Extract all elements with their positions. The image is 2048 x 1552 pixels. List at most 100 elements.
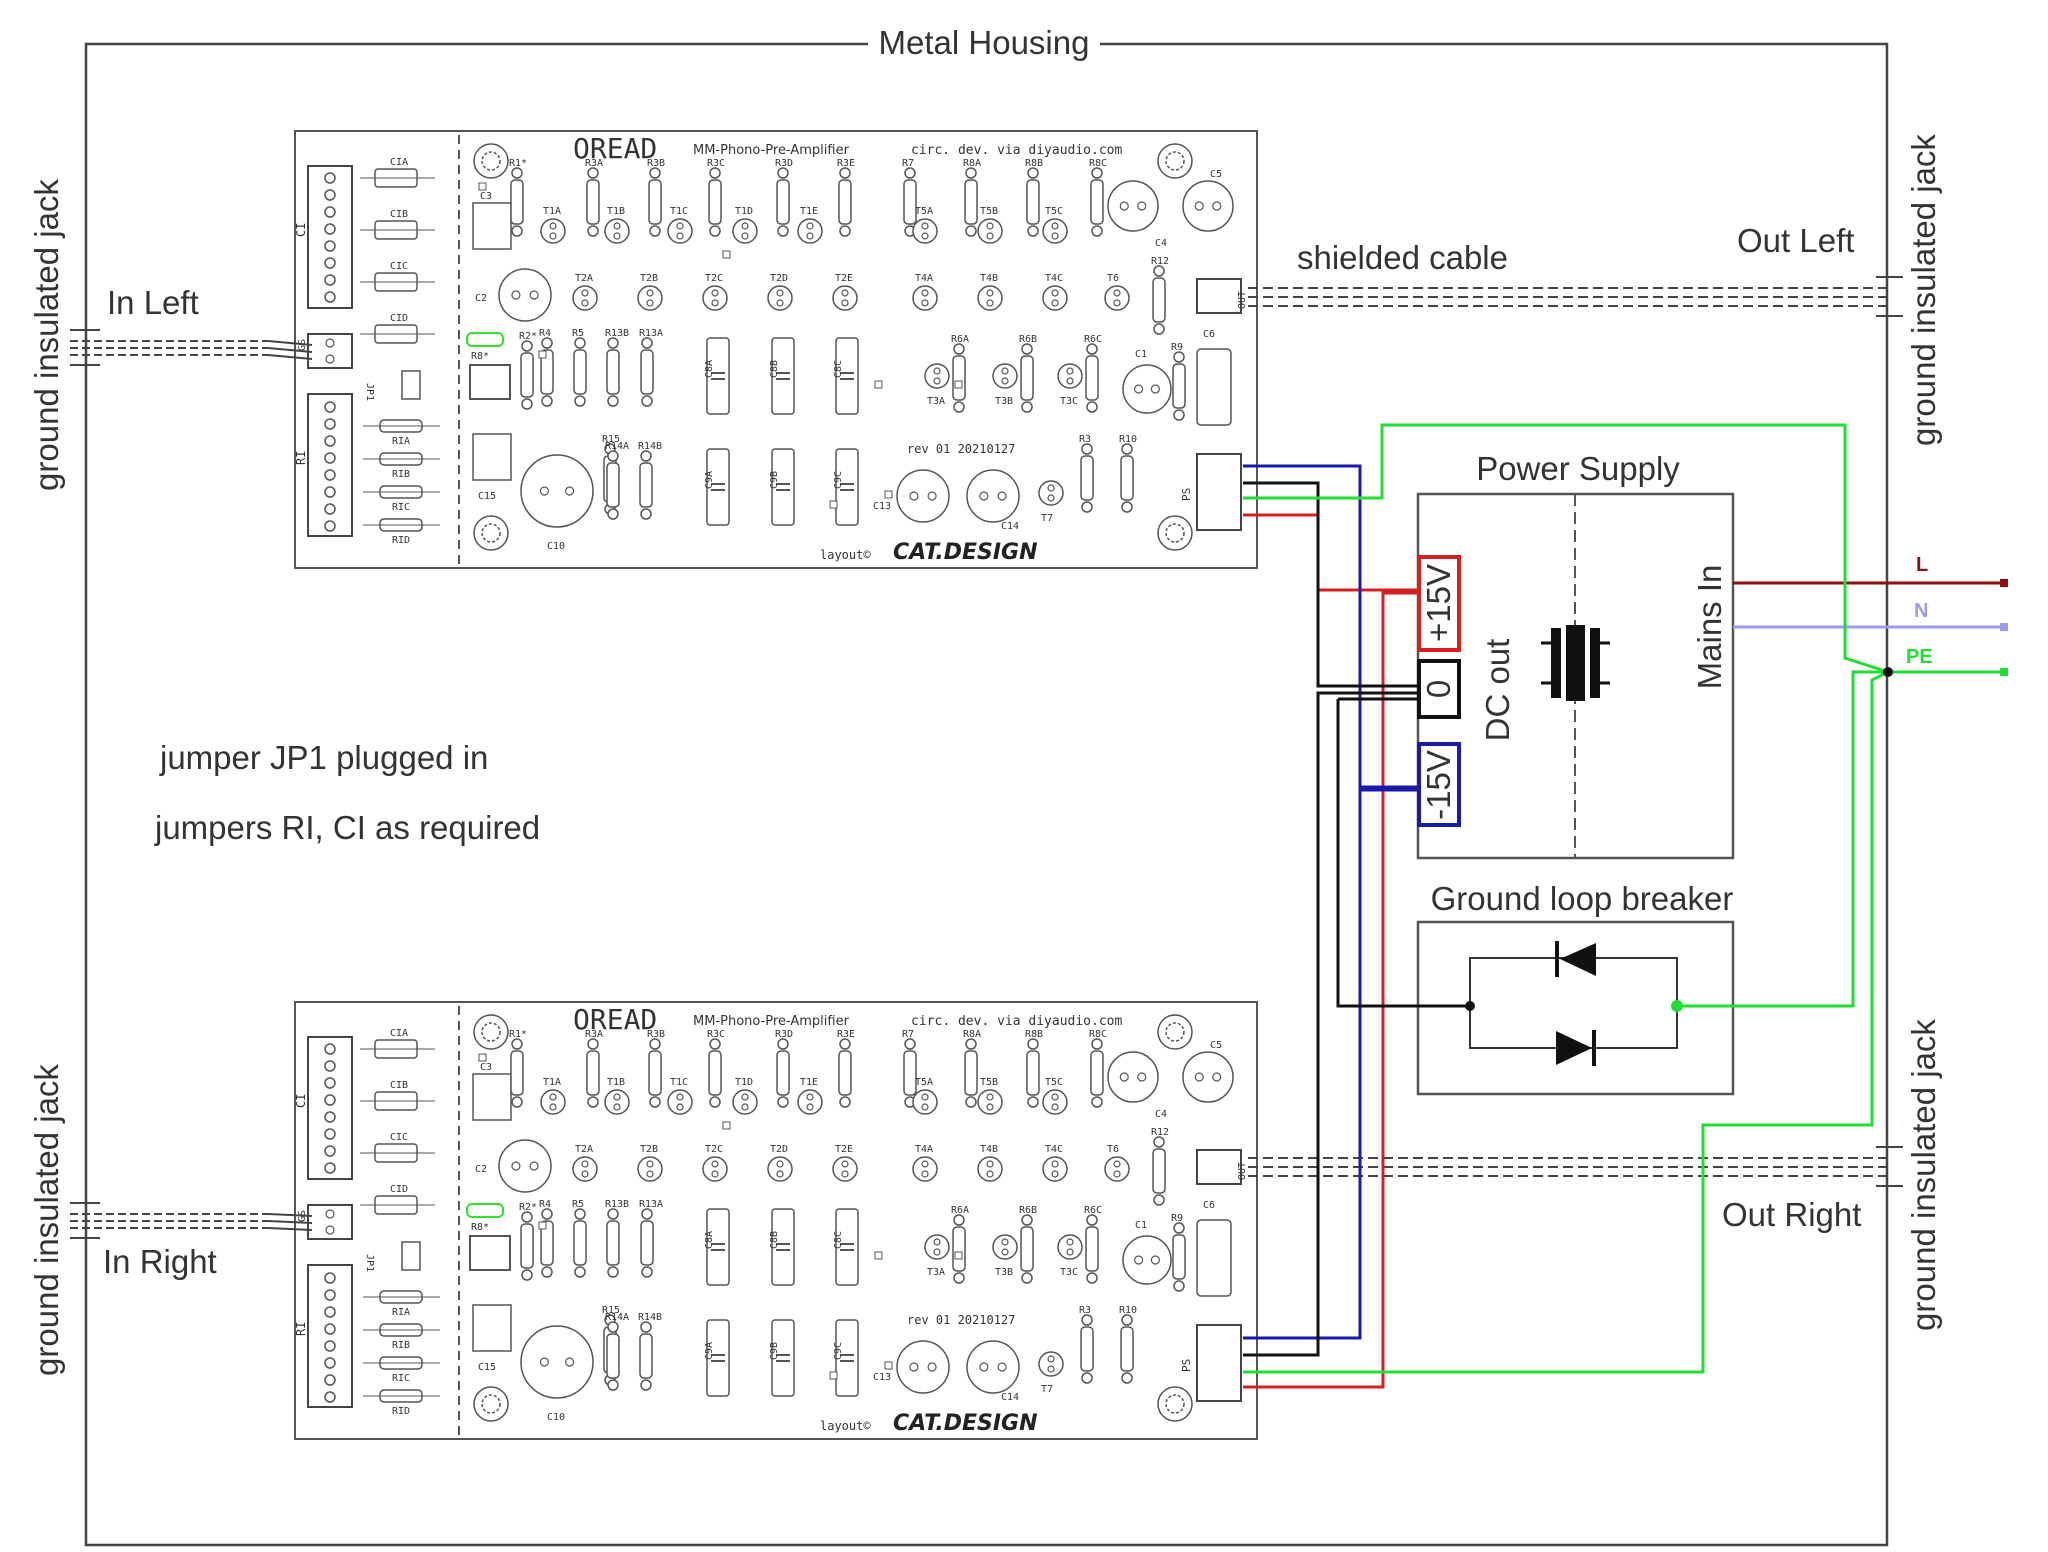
pcb-label: C1 [1135,1220,1147,1231]
mains-in-label: Mains In [1691,565,1728,690]
pcb-label: RID [392,535,410,546]
pcb-label: R8A [963,158,981,169]
pcb-label: R8C [1089,1029,1107,1040]
plus15-label: +15V [1420,564,1457,642]
pcb-label: T2B [640,273,658,284]
pcb-label: layout© [820,1419,871,1433]
pcb-label: RI [294,451,308,465]
output-right-jack: Out Right ground insulated jack [1248,1019,1942,1331]
pcb-label: R3B [647,1029,665,1040]
pcb-label: rev 01 20210127 [907,442,1015,456]
pcb-label: T7 [1041,1384,1053,1395]
pcb-label: C5 [1210,1040,1222,1051]
minus15-label: -15V [1420,750,1457,820]
pcb-label: T3A [927,396,945,407]
pcb-label: R1* [509,158,527,169]
power-supply: Power Supply DC out Mains In +15V 0 -15V [1416,450,1735,860]
pcb-label: CAT.DESIGN [893,540,1037,565]
diode-icon [1556,1030,1596,1066]
in-right-label: In Right [103,1243,217,1280]
pcb-label: C2 [475,293,487,304]
pcb-label: R6A [951,334,969,345]
input-left-jack: In Left ground insulated jack [28,179,313,491]
pcb-label: R12 [1151,256,1169,267]
ground-insulated-jack-label-3: ground insulated jack [1905,134,1942,446]
pcb-label: T3C [1060,396,1078,407]
pcb-label: C6 [1203,1200,1215,1211]
pcb-label: MM-Phono-Pre-Amplifier [693,1014,850,1029]
pcb-label: R3B [647,158,665,169]
pcb-label: C14 [1001,1392,1019,1403]
pcb-label: C10 [547,1412,565,1423]
metal-housing-label: Metal Housing [879,24,1090,61]
transformer-icon [1541,625,1610,701]
minus15-terminal [1417,742,1461,827]
pcb-label: RI [294,1322,308,1336]
output-left-jack: shielded cable Out Left ground insulated… [1248,134,1942,446]
pcb-label: RIB [392,1340,410,1351]
pcb-label: OREAD [573,1003,657,1036]
pcb-label: RIA [392,1307,410,1318]
pcb-label: C9C [833,471,844,489]
pcb-label: RIB [392,469,410,480]
pcb-label: C13 [873,501,891,512]
pcb-label: T5A [915,1077,933,1088]
pcb-label: R6A [951,1205,969,1216]
pcb-label: JP1 [364,383,375,401]
pcb-label: C8A [704,360,715,378]
pcb-label: R8B [1025,158,1043,169]
pcb-label: C8C [833,360,844,378]
zero-label: 0 [1420,680,1457,698]
pcb-label: CI [294,1094,308,1108]
pcb-label: R10 [1119,434,1137,445]
pcb-label: C6 [1203,329,1215,340]
pcb-label: CIB [390,209,408,220]
pcb-label: MM-Phono-Pre-Amplifier [693,143,850,158]
pcb-label: CID [390,313,408,324]
pcb-label: C9B [769,471,780,489]
pcb-label: CIB [390,1080,408,1091]
pcb-label: circ. dev. via diyaudio.com [911,1014,1122,1029]
pcb-label: R8* [471,351,489,362]
pcb-label: T2D [770,273,788,284]
pcb-label: OUT [1237,291,1248,309]
pcb-label: R8B [1025,1029,1043,1040]
power-wiring [1243,423,1889,1389]
pcb-label: T1B [607,206,625,217]
pcb-label: R3C [707,158,725,169]
pcb-label: R2* [519,1202,537,1213]
pcb-label: R4 [539,1199,551,1210]
pcb-label: T7 [1041,513,1053,524]
ground-insulated-jack-label-1: ground insulated jack [28,179,65,491]
pcb-label: T2E [835,1144,853,1155]
pcb-label: T3B [995,396,1013,407]
diode-icon [1555,941,1596,977]
mains-N-label: N [1914,600,1928,622]
pcb-label: PS [1180,488,1193,501]
ground-loop-breaker: Ground loop breaker [1416,880,1735,1096]
pcb-label: C5 [1210,169,1222,180]
pcb-label: R3E [837,1029,855,1040]
pcb-label: R6C [1084,1205,1102,1216]
pcb-label: RIC [392,1373,410,1384]
pcb-label: R3D [775,158,793,169]
pcb-label: C1 [1135,349,1147,360]
pcb-label: C15 [478,1362,496,1373]
pcb-label: R3A [585,158,603,169]
pcb-label: C4 [1155,238,1167,249]
ground-loop-breaker-title: Ground loop breaker [1431,880,1734,917]
pcb-label: T1C [670,1077,688,1088]
pcb-label: T2B [640,1144,658,1155]
pcb-label: C3 [480,191,492,202]
pcb-label: R12 [1151,1127,1169,1138]
pcb-label: T4A [915,273,933,284]
pcb-label: R13A [639,1199,663,1210]
pcb-label: T4B [980,273,998,284]
pcb-label: PS [1180,1359,1193,1372]
pcb-label: R13B [605,1199,629,1210]
pcb-label: T4A [915,1144,933,1155]
power-supply-title: Power Supply [1476,450,1680,487]
pcb-left-channel: CI RI GS CIACIBCICCIDRIARIBRICRIDJP1C3C1… [294,130,1258,569]
pcb-label: T4C [1045,273,1063,284]
pcb-label: CIA [390,157,408,168]
